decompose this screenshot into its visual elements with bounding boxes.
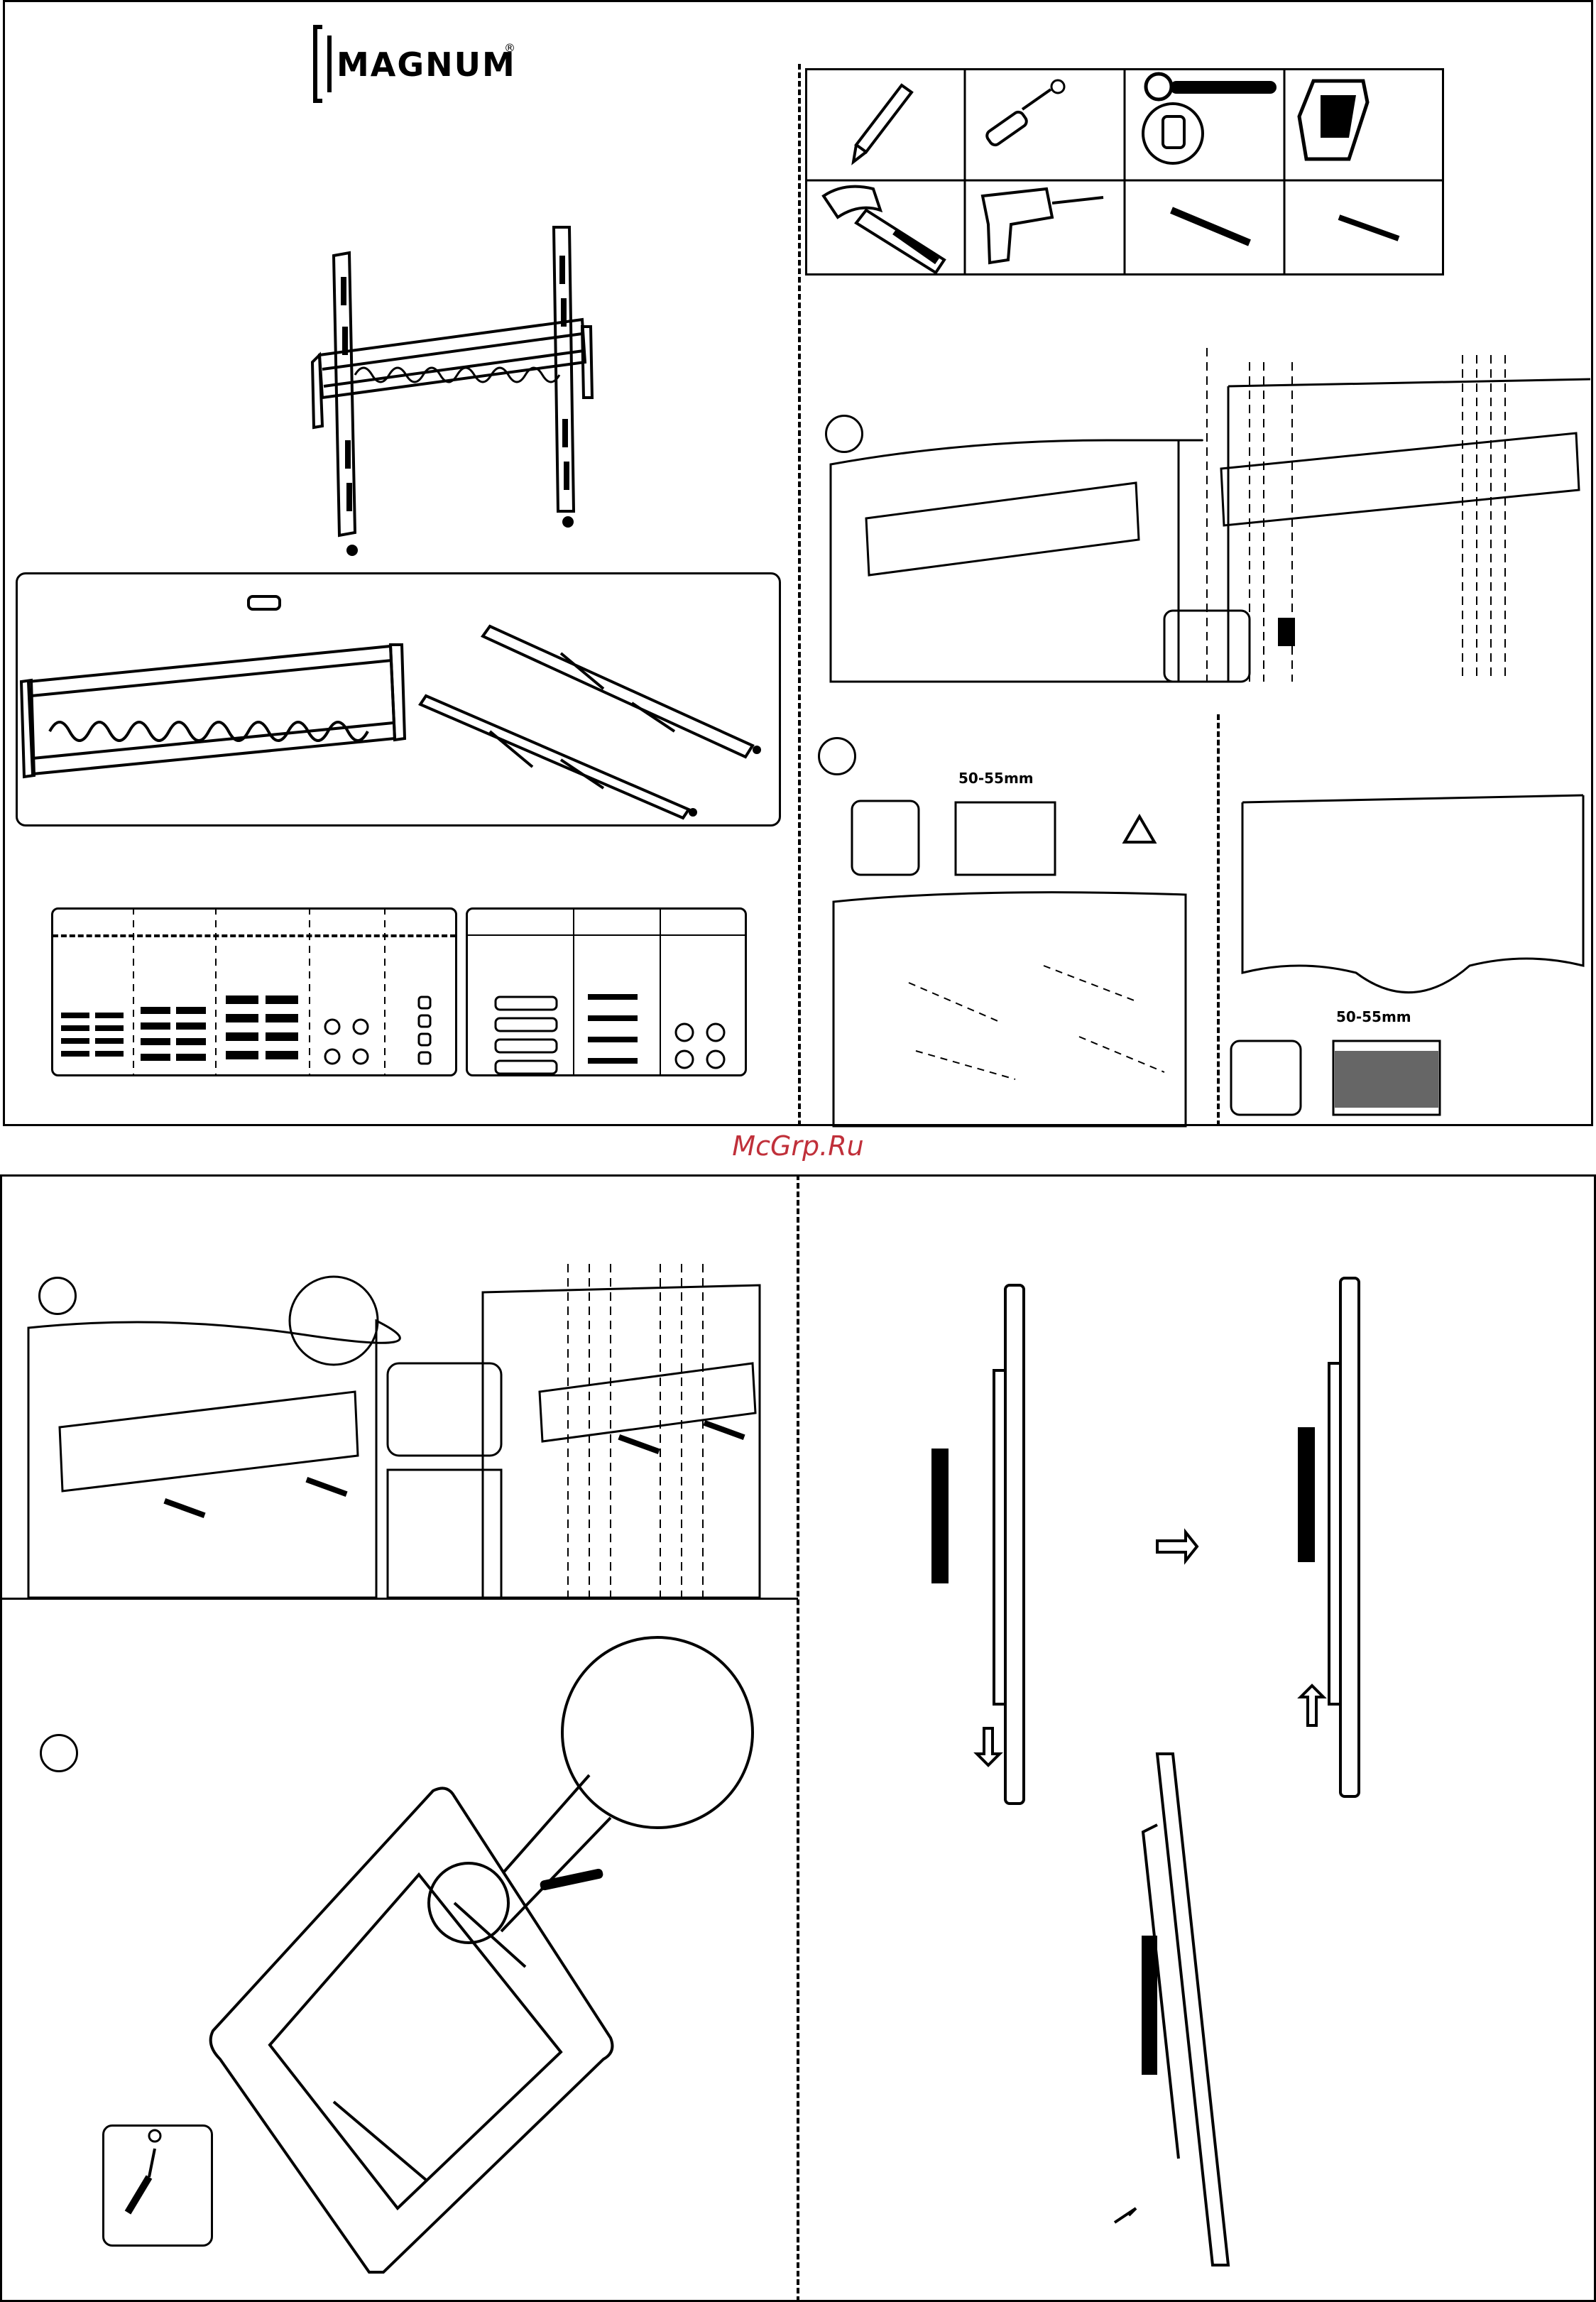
page-bottom-divider [797,1174,799,2302]
drill-bit-small-icon [1335,210,1406,246]
wall-mount-illustration [298,227,596,561]
step2-divider [1217,714,1220,1126]
brand-logo: MAGNUM ® [308,21,521,107]
step5-tv-hang-illustration [802,1264,1590,2301]
screwdriver-icon [980,78,1072,156]
step4-screwdriver-icon [106,2127,206,2241]
step-4-marker [40,1734,78,1772]
step2-brick-illustration [831,781,1214,1126]
stud-finder-icon [1292,74,1377,173]
step-2-marker [818,737,856,775]
step2-concrete-illustration [1228,774,1590,1126]
wall-plate-illustration [21,589,774,817]
logo-registered: ® [504,41,515,55]
step1-wall-illustration [824,348,1590,689]
drill-icon [968,182,1110,274]
page-top-divider [798,64,801,1126]
logo-text: MAGNUM [337,45,516,84]
socket-wrench-icon [1135,71,1291,163]
step3-install-illustration [21,1257,795,1598]
pencil-icon [838,78,923,170]
drill-bit-icon [1164,203,1257,253]
hammer-icon [816,182,958,274]
hardware-screws-illustration [51,907,747,1076]
watermark: McGrp.Ru [0,1130,1596,1162]
